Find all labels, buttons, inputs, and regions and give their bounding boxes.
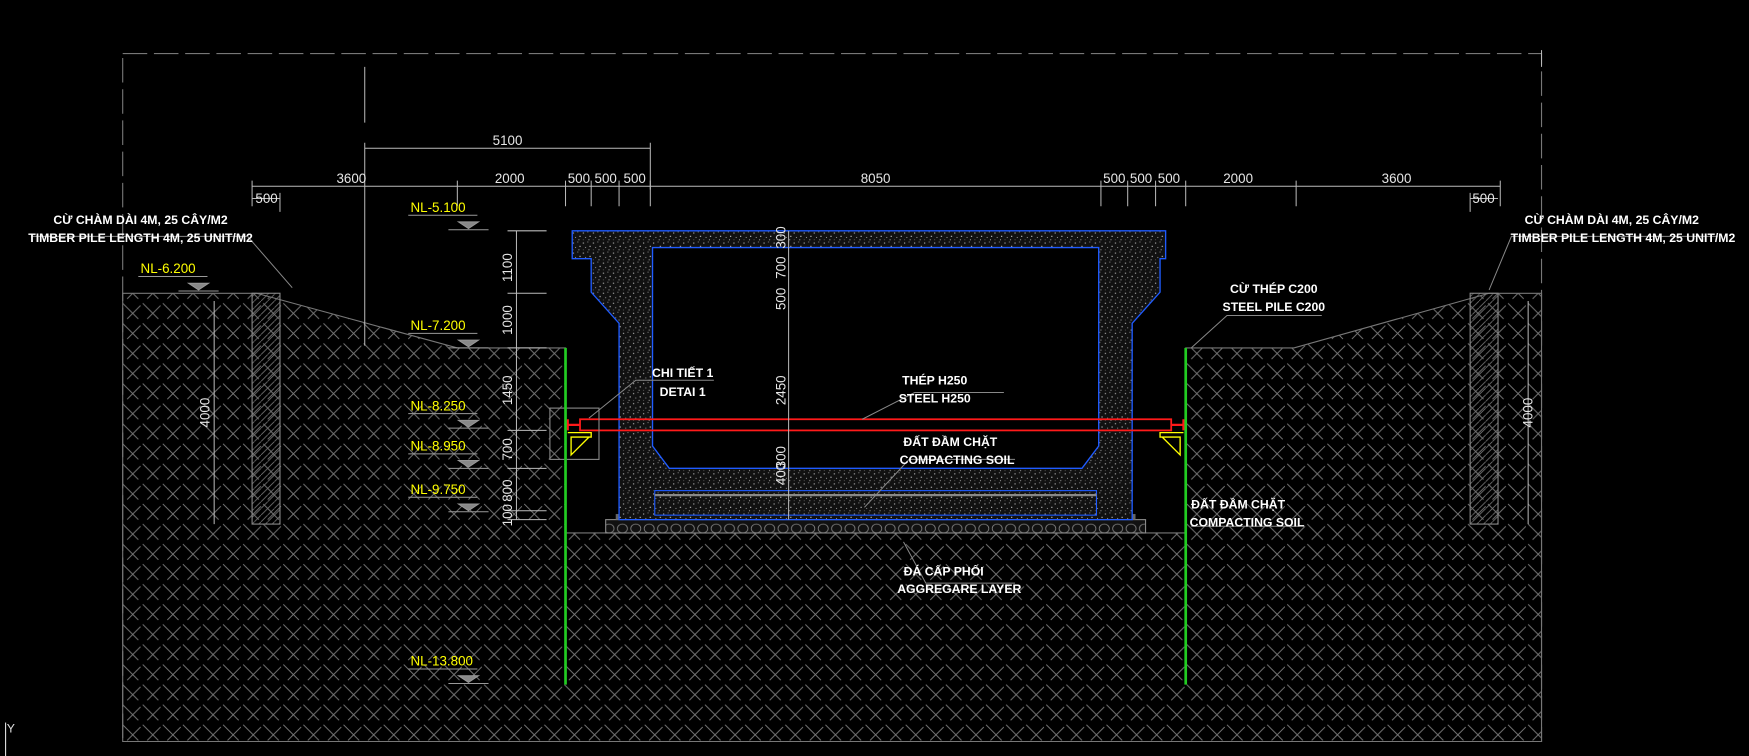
note-steel-pile: CỪ THÉP C200 [1230, 281, 1318, 296]
note-aggregate: ĐÁ CẤP PHỐI [904, 563, 984, 578]
level-marker-icon [408, 413, 489, 429]
dimension-label: 500 [1103, 171, 1125, 186]
bracket-right [1159, 431, 1184, 457]
bracket-left [567, 431, 592, 457]
level-label: NL-7.200 [410, 318, 465, 333]
dimension-label: 2450 [773, 375, 788, 405]
note-steel-pile: STEEL PILE C200 [1223, 300, 1326, 314]
level-label: NL-6.200 [141, 261, 196, 276]
dimension-label: 500 [624, 171, 646, 186]
dimension-label: 500 [1472, 191, 1494, 206]
note-detail: DETAI 1 [660, 385, 706, 399]
level-marker-icon [138, 276, 219, 292]
dimension-label: 4000 [1521, 398, 1536, 428]
dimension-label: 500 [773, 288, 788, 310]
dimension-label: 100 [500, 504, 515, 526]
dimension-label: 500 [255, 191, 277, 206]
level-label: NL-5.100 [410, 200, 465, 215]
dimension-label: 400 [773, 463, 788, 485]
dimension-label: 500 [1130, 171, 1152, 186]
dimension-lines [213, 50, 1543, 525]
note-compacting-soil-outer: COMPACTING SOIL [1190, 515, 1305, 529]
strut-end-left [566, 419, 581, 431]
dimension-label: 700 [500, 438, 515, 460]
dimension-label: 500 [568, 171, 590, 186]
level-markers [138, 214, 489, 685]
detail-1-box[interactable] [549, 407, 600, 460]
dimension-label: 5100 [493, 133, 523, 148]
note-timber-pile-right: TIMBER PILE LENGTH 4M, 25 UNIT/M2 [1511, 231, 1736, 245]
dimension-label: 4000 [198, 398, 213, 428]
dimension-label: 300 [773, 226, 788, 248]
level-marker-icon [408, 668, 489, 685]
note-steel-h250: THÉP H250 [902, 373, 967, 388]
note-compacting-soil-inner: ĐẤT ĐẦM CHẶT [903, 434, 997, 449]
dimension-label: 1100 [500, 253, 515, 282]
timber-pile-right [1469, 292, 1499, 525]
level-marker-icon [408, 332, 489, 349]
note-compacting-soil-inner: COMPACTING SOIL [900, 453, 1015, 467]
level-label: NL-9.750 [410, 482, 465, 497]
dimension-label: 2000 [1223, 171, 1253, 186]
dimension-label: 3600 [336, 171, 366, 186]
note-timber-pile-left: TIMBER PILE LENGTH 4M, 25 UNIT/M2 [28, 231, 253, 245]
dimension-label: 1450 [500, 375, 515, 405]
note-timber-pile-right: CỪ CHÀM DÀI 4M, 25 CÂY/M2 [1525, 212, 1699, 227]
level-label: NL-8.950 [410, 438, 465, 453]
level-label: NL-13.800 [410, 654, 472, 669]
ucs-axis-label: Y [7, 722, 15, 736]
dimension-label: 800 [500, 479, 515, 501]
dimension-label: 1000 [500, 305, 515, 335]
aggregate-layer [605, 519, 1147, 534]
dimension-label: 300 [773, 446, 788, 468]
note-compacting-soil-outer: ĐẤT ĐẦM CHẶT [1191, 496, 1285, 511]
timber-pile-left [251, 292, 281, 525]
note-detail: CHI TIẾT 1 [652, 365, 713, 380]
dimension-label: 700 [773, 256, 788, 278]
level-marker-icon [408, 453, 489, 469]
note-timber-pile-left: CỪ CHÀM DÀI 4M, 25 CÂY/M2 [53, 212, 227, 227]
level-label: NL-8.250 [410, 398, 465, 413]
box-culvert [571, 230, 1167, 521]
leader-lines [31, 235, 1718, 584]
dimension-label: 500 [1158, 171, 1180, 186]
dimension-label: 8050 [861, 171, 891, 186]
note-aggregate: AGGREGARE LAYER [897, 582, 1021, 596]
level-marker-icon [408, 214, 489, 231]
dimension-label: 500 [595, 171, 617, 186]
dimension-label: 2000 [495, 171, 525, 186]
dimension-label: 3600 [1382, 171, 1412, 186]
strut-end-right [1171, 419, 1185, 431]
level-marker-icon [408, 496, 489, 513]
note-steel-h250: STEEL H250 [899, 392, 971, 406]
